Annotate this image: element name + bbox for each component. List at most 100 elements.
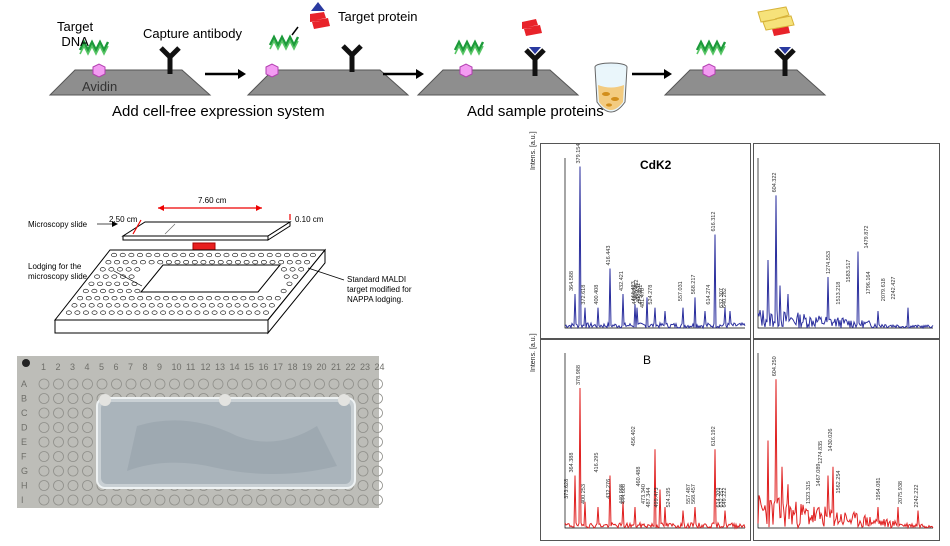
target-spot	[148, 303, 155, 308]
sample-tube-icon	[594, 62, 628, 113]
plate-spot	[53, 378, 64, 390]
target-spot	[235, 260, 241, 265]
plate-spot	[343, 378, 354, 390]
target-spot	[301, 252, 308, 258]
plate-spot	[372, 378, 383, 390]
target-spot	[174, 303, 181, 308]
grid-column-label: 23	[360, 362, 370, 372]
target-spot	[122, 260, 129, 265]
plate-spot	[169, 378, 180, 390]
target-spot	[310, 252, 316, 258]
target-spot	[171, 296, 178, 301]
target-spot	[180, 252, 187, 258]
target-spot	[91, 288, 98, 294]
target-spot	[103, 296, 109, 301]
target-spot	[286, 281, 293, 286]
plate-spot	[53, 422, 64, 433]
peak-label: 468.431	[636, 283, 642, 303]
target-spot	[200, 303, 207, 308]
peak-label: 1274.835	[818, 441, 824, 464]
plate-spot	[67, 407, 79, 419]
grid-column-label: 13	[215, 362, 225, 372]
target-spot	[298, 267, 305, 272]
target-protein-label: Target protein	[338, 9, 418, 24]
target-spot	[128, 274, 135, 279]
target-spot	[148, 260, 155, 265]
target-spot	[131, 303, 138, 308]
peak-label: 416.443	[606, 246, 612, 266]
peak-label: 441.095	[632, 285, 638, 305]
grid-column-label: 9	[157, 362, 162, 372]
peak-label: 1479.872	[864, 226, 870, 249]
target-spot	[83, 310, 89, 315]
plate-spot	[241, 378, 253, 390]
target-spot	[163, 252, 169, 258]
grid-column-label: 5	[99, 362, 104, 372]
target-spot	[220, 310, 227, 315]
peak-label: 568.457	[691, 484, 697, 504]
target-spot	[154, 296, 161, 301]
peak-label: 604.250	[772, 356, 778, 376]
target-spot	[188, 252, 195, 258]
target-spot	[185, 310, 192, 315]
plate-spot	[372, 480, 383, 491]
target-spot	[157, 260, 164, 265]
plate-spot	[82, 451, 93, 462]
plate-spot	[67, 451, 79, 462]
target-spot	[228, 310, 235, 315]
target-spot	[134, 288, 141, 294]
peak-label: 444.608	[621, 484, 627, 504]
target-spot	[269, 260, 276, 265]
plate-spot	[357, 494, 369, 506]
plate-spot	[169, 494, 180, 506]
grid-column-label: 21	[331, 362, 341, 372]
plate-spot	[67, 480, 79, 491]
grid-row-label: F	[21, 452, 27, 462]
grid-column-label: 22	[346, 362, 356, 372]
spectrum-title-bottom: B	[643, 353, 652, 367]
avidin-hexagon-icon	[92, 63, 106, 78]
slide-stage-4	[663, 6, 827, 96]
arrow-1	[205, 69, 246, 79]
plate-spot	[67, 494, 79, 506]
target-spot	[117, 267, 123, 272]
peak-label: 473.340	[641, 484, 647, 504]
target-spot	[249, 296, 255, 301]
plate-spot	[38, 407, 50, 419]
plate-spot	[372, 422, 383, 433]
grid-column-label: 19	[302, 362, 312, 372]
target-spot	[140, 303, 147, 308]
target-spot	[240, 252, 247, 258]
target-spot	[232, 252, 239, 258]
peak-label: 2242.427	[891, 277, 897, 300]
plate-spot	[140, 378, 151, 390]
plate-spot	[285, 378, 296, 390]
plate-spot	[125, 378, 137, 390]
target-spot	[281, 267, 287, 272]
grid-column-label: 10	[172, 362, 182, 372]
target-spot	[295, 260, 302, 265]
plate-spot	[357, 451, 369, 462]
target-spot	[191, 303, 198, 308]
peak-label: 614.209	[716, 488, 722, 508]
target-spot	[114, 303, 121, 308]
peak-label: 614.274	[706, 285, 712, 305]
microscopy-slide-label: Microscopy slide	[28, 220, 88, 229]
target-spot	[100, 288, 106, 294]
target-spot	[292, 252, 299, 258]
target-spot	[249, 252, 256, 258]
plate-spot	[154, 494, 166, 506]
target-spot	[100, 310, 107, 315]
target-spot	[134, 310, 141, 315]
plate-spot	[357, 393, 369, 404]
target-spot	[105, 260, 112, 265]
arrow-3	[632, 69, 672, 79]
plate-spot	[198, 378, 209, 390]
spectrum-axes	[757, 353, 933, 529]
plate-spot	[372, 451, 383, 462]
peak-label: 456.402	[631, 426, 637, 446]
target-spot	[237, 310, 244, 315]
plate-spot	[227, 378, 238, 390]
plate-spot	[256, 378, 267, 390]
grid-row-label: C	[21, 408, 28, 418]
